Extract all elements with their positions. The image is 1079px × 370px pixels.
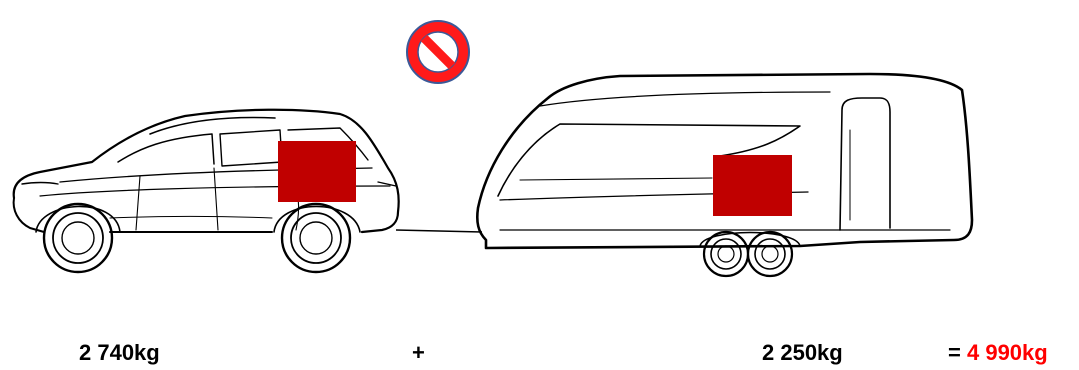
prohibition-icon: [406, 20, 470, 84]
tow-bar: [395, 229, 483, 233]
car-weight-box: [278, 141, 356, 202]
caravan-icon: [475, 72, 974, 278]
caravan-weight-box: [713, 155, 792, 216]
